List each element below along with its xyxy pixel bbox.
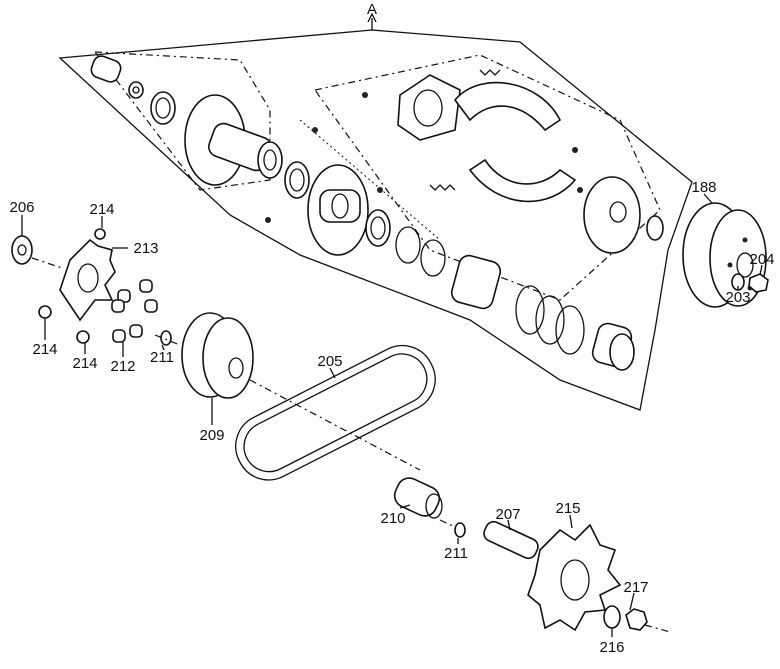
label-212: 212	[110, 358, 135, 375]
label-206: 206	[9, 199, 34, 216]
label-214: 214	[72, 355, 97, 372]
label-203: 203	[725, 289, 750, 306]
label-217: 217	[623, 579, 648, 596]
driven-parts	[393, 477, 671, 633]
drive-belt-205	[235, 344, 436, 481]
label-204: 204	[749, 251, 774, 268]
label-213: 213	[133, 240, 158, 257]
label-210: 210	[380, 510, 405, 527]
clutch-bell-188	[682, 202, 769, 308]
label-215: 215	[555, 500, 580, 517]
leader-lines	[21, 193, 763, 637]
clutch-parts	[90, 55, 664, 371]
label-216: 216	[599, 639, 624, 656]
label-211: 211	[150, 349, 174, 366]
label-214: 214	[32, 341, 57, 358]
label-205: 205	[317, 353, 342, 370]
part-labels: 206 214 213 214 214 212 211 209 205 210 …	[9, 179, 774, 656]
label-209: 209	[199, 427, 224, 444]
label-214: 214	[89, 201, 114, 218]
label-188: 188	[691, 179, 716, 196]
variator-parts	[11, 228, 421, 471]
assembly-label-a: A	[367, 1, 377, 18]
label-211: 211	[444, 545, 468, 562]
label-207: 207	[495, 506, 520, 523]
